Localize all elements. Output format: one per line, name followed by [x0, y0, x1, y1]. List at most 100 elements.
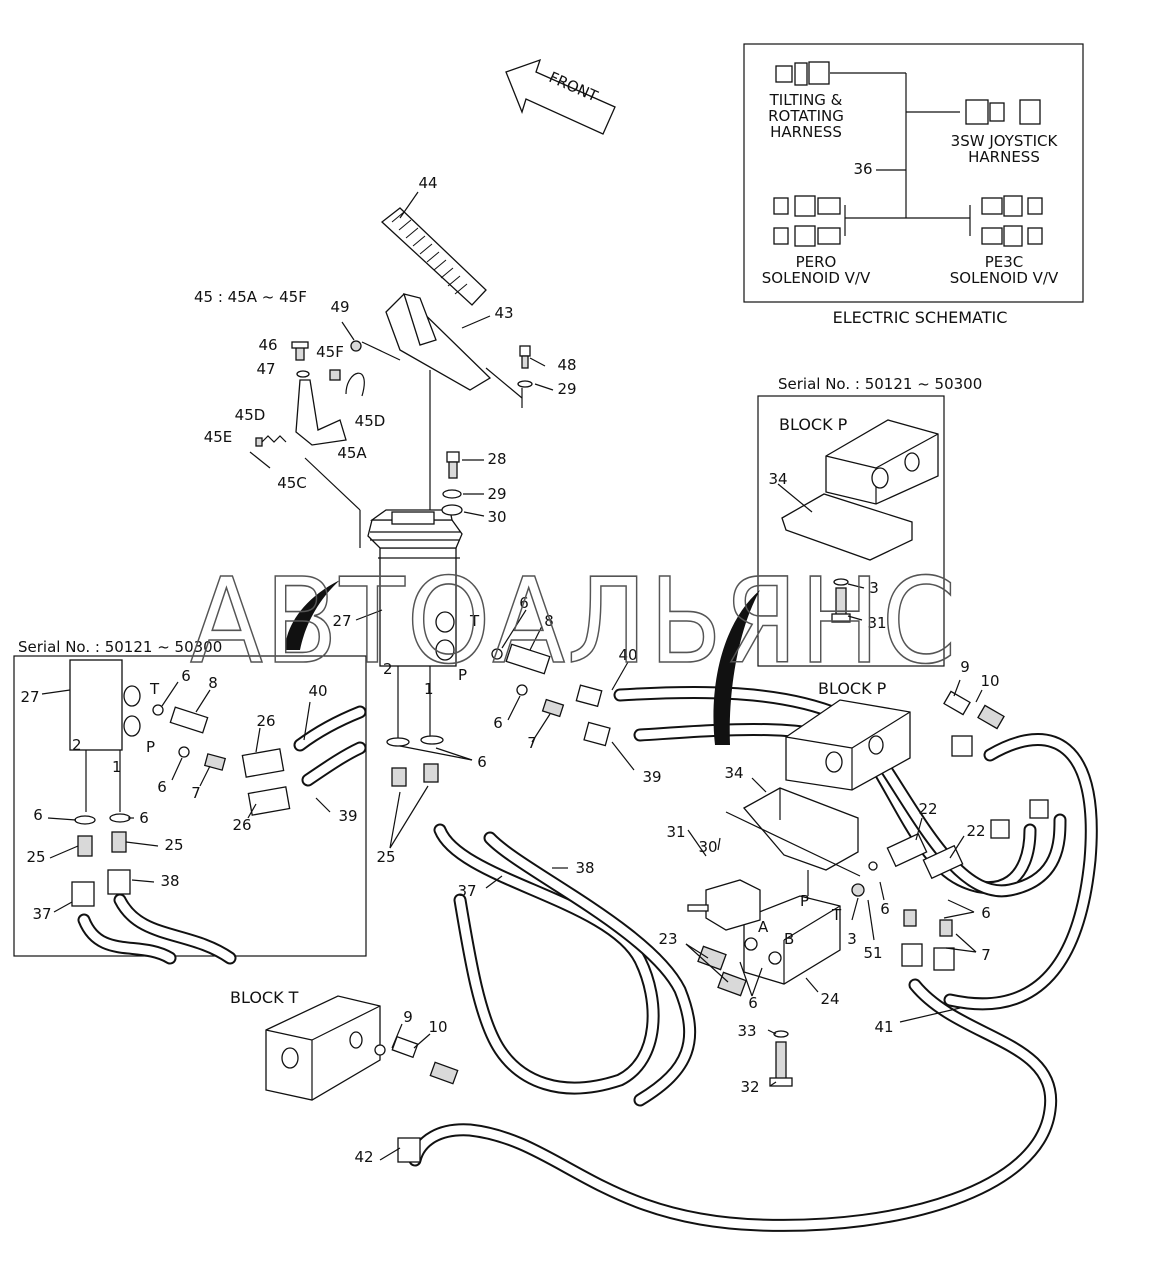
callout: 37 — [32, 905, 51, 923]
callout: 6 — [981, 904, 991, 922]
callout: 49 — [330, 298, 349, 316]
callout: 22 — [918, 800, 937, 818]
right-side-fittings — [851, 690, 1049, 971]
callout: 8 — [208, 674, 218, 692]
callout: 25 — [376, 848, 395, 866]
callout: 7 — [527, 734, 537, 752]
callout: 24 — [820, 990, 839, 1008]
tilting-connector-icon — [775, 61, 830, 86]
svg-text:ROTATING: ROTATING — [768, 107, 844, 125]
pe3c-connector-icon — [981, 195, 1043, 247]
svg-text:SOLENOID V/V: SOLENOID V/V — [762, 269, 871, 287]
block-p-main — [785, 699, 911, 791]
callout: 48 — [557, 356, 576, 374]
wire-ref-36: 36 — [853, 160, 872, 178]
svg-text:SOLENOID V/V: SOLENOID V/V — [950, 269, 1059, 287]
callout: 6 — [880, 900, 890, 918]
callout: 10 — [980, 672, 999, 690]
valve-mount-bolts — [350, 340, 533, 516]
callout: 6 — [157, 778, 167, 796]
right-inset — [757, 395, 945, 667]
callout: 34 — [768, 470, 787, 488]
callout: 30 — [698, 838, 717, 856]
svg-text:2: 2 — [383, 660, 393, 678]
callout: 45A — [337, 444, 367, 462]
callout: 31 — [666, 823, 685, 841]
joystick-connector-icon — [965, 99, 1041, 125]
svg-text:P: P — [458, 666, 467, 684]
block-t-label: BLOCK T — [230, 988, 299, 1007]
callout: 26 — [232, 816, 251, 834]
hose-fittings — [386, 643, 611, 787]
callout: 32 — [740, 1078, 759, 1096]
pe3c-solenoid-label: PE3C — [985, 253, 1024, 271]
callout: 39 — [338, 807, 357, 825]
svg-text:1: 1 — [112, 758, 122, 776]
callout: 27 — [20, 688, 39, 706]
callout: 3 — [869, 579, 879, 597]
part-callouts: 44 43 49 48 29 46 45F 47 45D 45E 45D 45A… — [20, 174, 999, 1166]
svg-text:2: 2 — [72, 736, 82, 754]
callout: 47 — [256, 360, 275, 378]
callout: 25 — [164, 836, 183, 854]
text-labels: Serial No. : 50121 ~ 50300 Serial No. : … — [18, 288, 982, 1007]
callout: 45C — [277, 474, 307, 492]
callout: 6 — [493, 714, 503, 732]
callout: 42 — [354, 1148, 373, 1166]
pero-solenoid-label: PERO — [796, 253, 837, 271]
left-inset — [13, 655, 367, 965]
callout: 6 — [139, 809, 149, 827]
callout: 25 — [26, 848, 45, 866]
solenoid-valve-assembly — [687, 787, 859, 997]
schematic-caption: ELECTRIC SCHEMATIC — [833, 308, 1008, 327]
svg-text:1: 1 — [424, 680, 434, 698]
hydraulic-hoses — [408, 685, 1098, 1232]
callout: 33 — [737, 1022, 756, 1040]
svg-text:T: T — [149, 680, 160, 698]
kick-bracket-hardware — [249, 341, 365, 548]
joystick-harness-label: 3SW JOYSTICK — [951, 132, 1059, 150]
svg-text:HARNESS: HARNESS — [968, 148, 1040, 166]
callout: 26 — [256, 712, 275, 730]
callout: 46 — [258, 336, 277, 354]
callout: 28 — [487, 450, 506, 468]
block-p-inset-label: BLOCK P — [779, 415, 848, 434]
serial-note-right: Serial No. : 50121 ~ 50300 — [778, 375, 982, 393]
svg-text:P: P — [800, 892, 809, 910]
pedal-assembly — [361, 207, 523, 510]
callout: 9 — [960, 658, 970, 676]
callout: 10 — [428, 1018, 447, 1036]
callout: 6 — [477, 753, 487, 771]
tilting-harness-label: TILTING & — [769, 91, 843, 109]
callout: 29 — [487, 485, 506, 503]
callout: 6 — [748, 994, 758, 1012]
svg-text:T: T — [469, 612, 480, 630]
kit-label: 45 : 45A ~ 45F — [194, 288, 307, 306]
callout: 22 — [966, 822, 985, 840]
pedal-valve-body — [367, 509, 463, 740]
block-t — [265, 995, 793, 1163]
callout: 7 — [191, 784, 201, 802]
watermark-logo: АВТОАЛЬЯНС — [189, 551, 958, 745]
callout: 39 — [642, 768, 661, 786]
callout: 43 — [494, 304, 513, 322]
front-arrow: FRONT — [505, 58, 616, 135]
callout: 40 — [618, 646, 637, 664]
callout: 37 — [457, 882, 476, 900]
callout: 31 — [867, 614, 886, 632]
callout: 23 — [658, 930, 677, 948]
serial-note-left: Serial No. : 50121 ~ 50300 — [18, 638, 222, 656]
callout: 8 — [544, 612, 554, 630]
callout: 30 — [487, 508, 506, 526]
svg-text:HARNESS: HARNESS — [770, 123, 842, 141]
svg-text:P: P — [146, 738, 155, 756]
callout: 3 — [847, 930, 857, 948]
callout: 41 — [874, 1018, 893, 1036]
callout: 40 — [308, 682, 327, 700]
leader-lines — [41, 191, 983, 1161]
pero-connector-icon — [773, 195, 841, 247]
watermark-text: АВТОАЛЬЯНС — [190, 552, 958, 690]
callout: 45D — [235, 406, 266, 424]
